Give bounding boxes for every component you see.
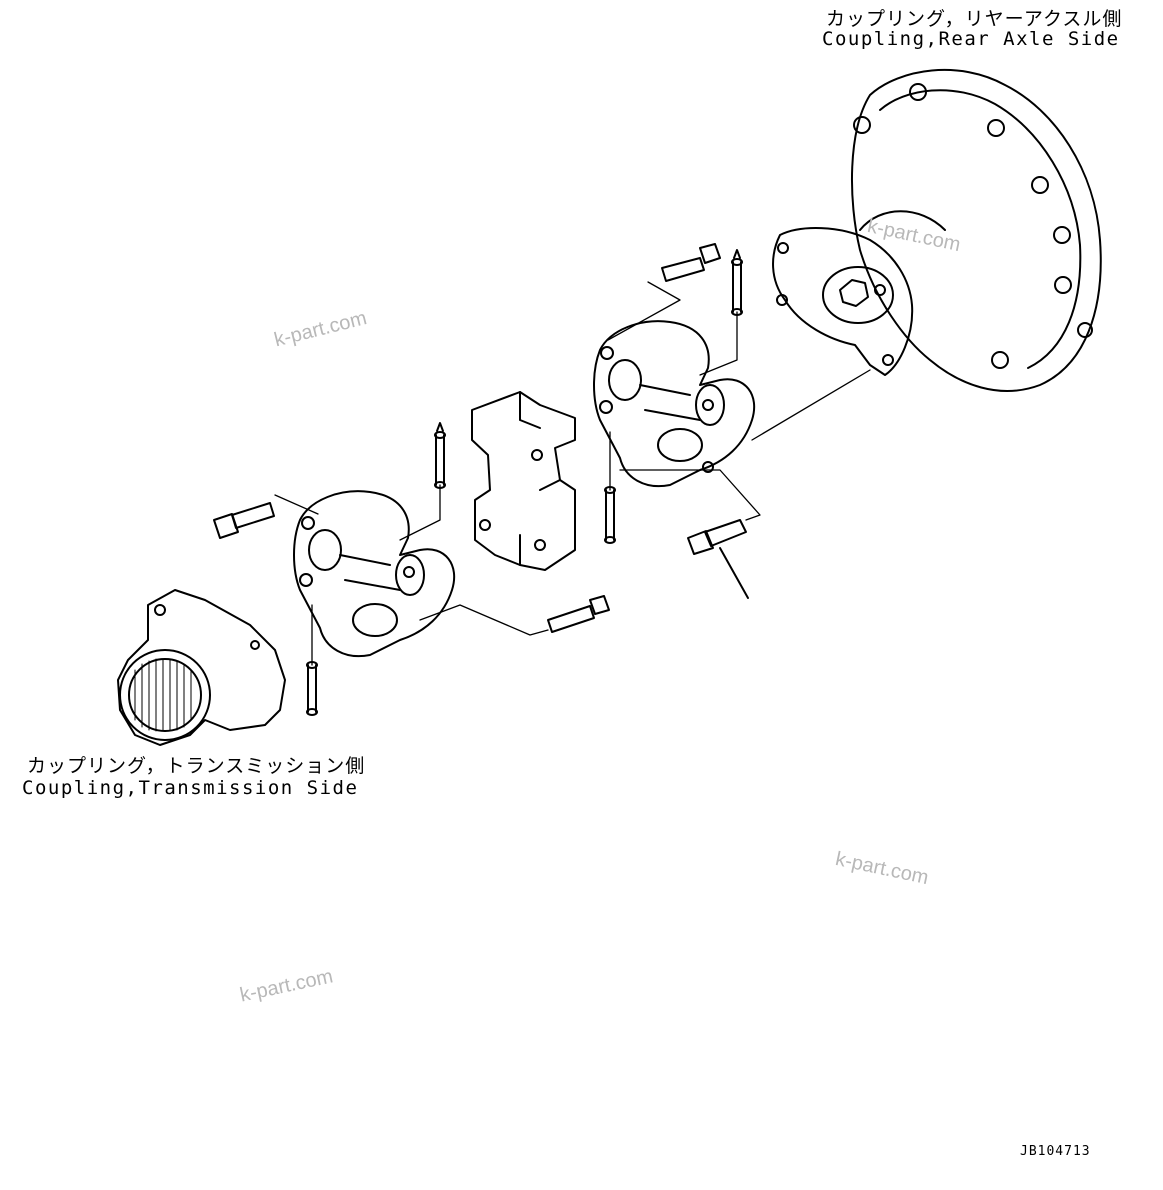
rear-axle-label-ja: カップリング，リヤーアクスル側 — [826, 8, 1123, 30]
left-spider-assembly — [293, 490, 456, 658]
center-yoke — [471, 391, 576, 571]
transmission-label-en: Coupling,Transmission Side — [22, 777, 359, 799]
lower-right-pin — [604, 486, 616, 544]
upper-bolt — [661, 243, 721, 282]
right-spider-assembly — [593, 320, 756, 488]
left-bolt — [213, 502, 275, 539]
transmission-coupling — [117, 589, 286, 746]
middle-grease-pin — [434, 422, 446, 489]
rear-axle-label-en: Coupling,Rear Axle Side — [822, 28, 1120, 50]
rear-axle-coupling — [772, 69, 1102, 392]
drawing-code: JB104713 — [1020, 1144, 1091, 1159]
upper-grease-pin — [731, 249, 743, 316]
pointer-bolt — [687, 519, 749, 599]
transmission-label-ja: カップリング，トランスミッション側 — [27, 755, 366, 777]
lower-left-pin — [306, 661, 318, 716]
lower-bolt — [547, 595, 610, 633]
leader-lines — [274, 281, 871, 666]
